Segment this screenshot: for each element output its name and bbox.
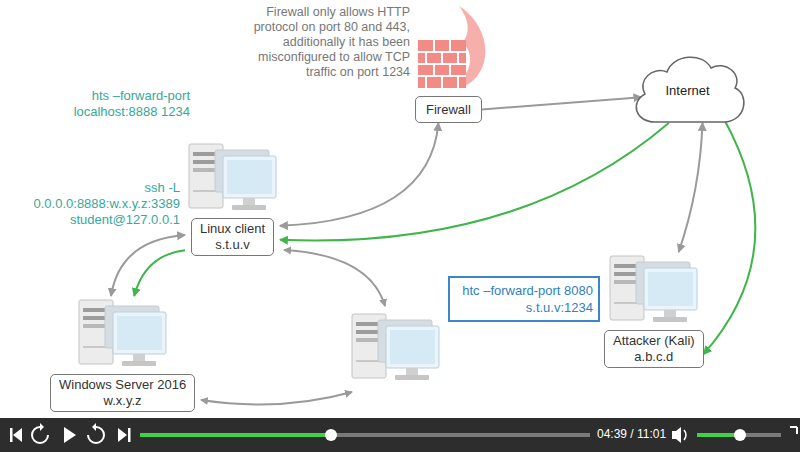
host-label-box: Linux clients.t.u.v	[191, 218, 274, 256]
command-box: htc –forward-port 8080 s.t.u.v:1234	[448, 276, 600, 322]
host-address: a.b.c.d	[613, 349, 695, 365]
player-controls	[0, 418, 800, 452]
box-label: Firewall	[426, 101, 471, 118]
host-label-box: Windows Server 2016w.x.y.z	[50, 374, 195, 412]
firewall-note: Firewall only allows HTTP protocol on po…	[250, 5, 410, 80]
connector	[679, 123, 703, 252]
linux-client-host: Linux clients.t.u.v	[185, 140, 280, 256]
video-time: 04:39 / 11:01	[597, 427, 677, 442]
computer-icon	[606, 252, 701, 327]
connector	[280, 123, 438, 226]
connector	[134, 250, 185, 296]
host-address: s.t.u.v	[200, 237, 265, 253]
connector	[111, 235, 185, 296]
internet-cloud: Internet	[625, 42, 750, 134]
connector	[482, 97, 642, 109]
host-name: Attacker (Kali)	[613, 333, 695, 349]
attacker-host: Attacker (Kali)a.b.c.d	[604, 252, 704, 368]
computer-icon	[75, 296, 170, 371]
host-address: w.x.y.z	[59, 393, 186, 409]
host-label-box: Attacker (Kali)a.b.c.d	[604, 330, 704, 368]
windows-server-host: Windows Server 2016w.x.y.z	[50, 296, 195, 412]
computer-icon	[185, 140, 280, 215]
firewall-box: Firewall	[415, 96, 482, 123]
host-name: Linux client	[200, 221, 265, 237]
connector	[280, 123, 669, 241]
cloud-label: Internet	[665, 83, 709, 98]
command-note: hts –forward-port localhost:8888 1234	[65, 88, 190, 120]
command-text: htc –forward-port 8080 s.t.u.v:1234	[455, 282, 593, 316]
command-note: ssh -L 0.0.0.0:8888:w.x.y.z:3389 student…	[28, 180, 180, 228]
connector	[704, 121, 756, 354]
host-name: Windows Server 2016	[59, 377, 186, 393]
